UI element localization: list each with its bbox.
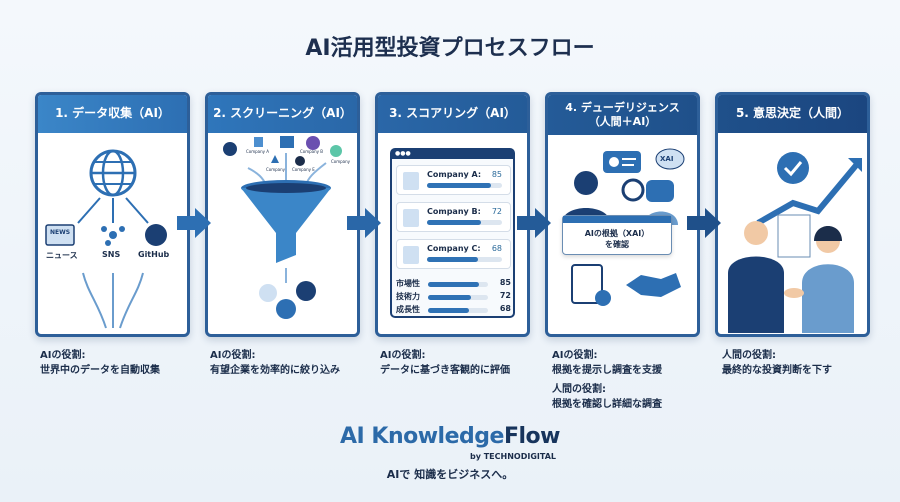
step-card-data-collection: 1. データ収集（AI） NEWS ニュース SNS GitHub xyxy=(35,92,190,337)
github-label: GitHub xyxy=(138,250,170,259)
funnel-icon xyxy=(223,136,342,319)
building-icon xyxy=(403,246,419,264)
company-label: Company A xyxy=(246,149,270,154)
role-caption: AIの役割:根拠を提示し調査を支援人間の役割:根拠を確認し詳細な調査 xyxy=(552,350,662,410)
xai-popup: AIの根拠（XAI）を確認 xyxy=(562,215,672,255)
news-label: ニュース xyxy=(46,251,78,260)
company-score-row: Company C:68 xyxy=(396,239,511,269)
score-window: ●●● Company A:85 Company B:72 Company C:… xyxy=(390,148,515,318)
company-score-row: Company B:72 xyxy=(396,202,511,232)
role-caption: AIの役割:有望企業を効率的に絞り込み xyxy=(210,350,340,376)
handshake-decision-icon xyxy=(728,152,862,333)
role-caption: 人間の役割:最終的な投資判断を下す xyxy=(722,350,832,376)
role-caption: AIの役割:データに基づき客観的に評価 xyxy=(380,350,510,376)
company-label: Company B xyxy=(300,149,324,154)
brand-tagline: AIで 知識をビジネスへ。 xyxy=(386,468,514,481)
company-label: Company xyxy=(266,167,286,172)
step-header: 3. スコアリング（AI） xyxy=(378,95,527,133)
step-card-due-diligence: 4. デューデリジェンス（人間＋AI） AIの根拠（XAI）を確認 XAI xyxy=(545,92,700,337)
step-card-scoring: 3. スコアリング（AI） ●●● Company A:85 Company B… xyxy=(375,92,530,337)
step-header: 5. 意思決定（人間） xyxy=(718,95,867,133)
flow-arrow-icon xyxy=(347,208,381,238)
company-label: Company E xyxy=(292,167,315,172)
building-icon xyxy=(403,209,419,227)
xai-brain-icon: XAI xyxy=(660,155,674,163)
sns-label: SNS xyxy=(102,250,121,259)
company-label: Company xyxy=(331,159,351,164)
flow-arrow-icon xyxy=(687,208,721,238)
news-icon: NEWS xyxy=(50,229,71,236)
step-header: 1. データ収集（AI） xyxy=(38,95,187,133)
company-score-row: Company A:85 xyxy=(396,165,511,195)
brand-byline: by TECHNODIGITAL xyxy=(470,452,556,461)
building-icon xyxy=(403,172,419,190)
step-header: 4. デューデリジェンス（人間＋AI） xyxy=(548,95,697,135)
step-card-decision: 5. 意思決定（人間） xyxy=(715,92,870,337)
step-header: 2. スクリーニング（AI） xyxy=(208,95,357,133)
brand-logo: AI KnowledgeFlow xyxy=(340,424,560,449)
globe-network-icon xyxy=(45,149,167,329)
page-title: AI活用型投資プロセスフロー xyxy=(305,36,595,61)
flow-arrow-icon xyxy=(177,208,211,238)
step-card-screening: 2. スクリーニング（AI） Company A Company B Compa… xyxy=(205,92,360,337)
role-caption: AIの役割:世界中のデータを自動収集 xyxy=(40,350,160,376)
flow-arrow-icon xyxy=(517,208,551,238)
